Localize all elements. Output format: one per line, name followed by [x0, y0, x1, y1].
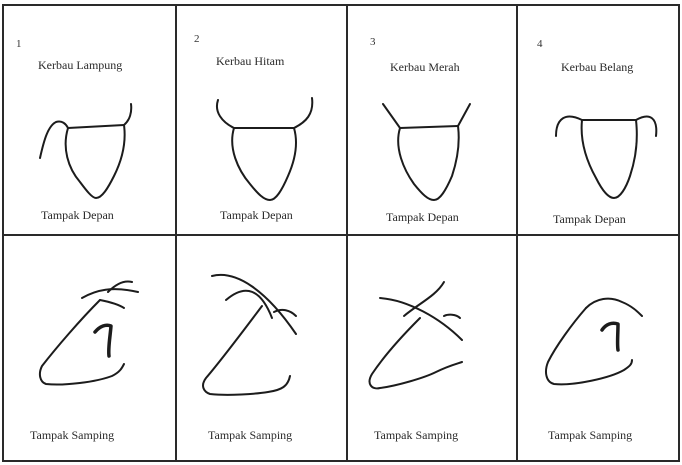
side-view-caption: Tampak Samping [548, 428, 632, 443]
